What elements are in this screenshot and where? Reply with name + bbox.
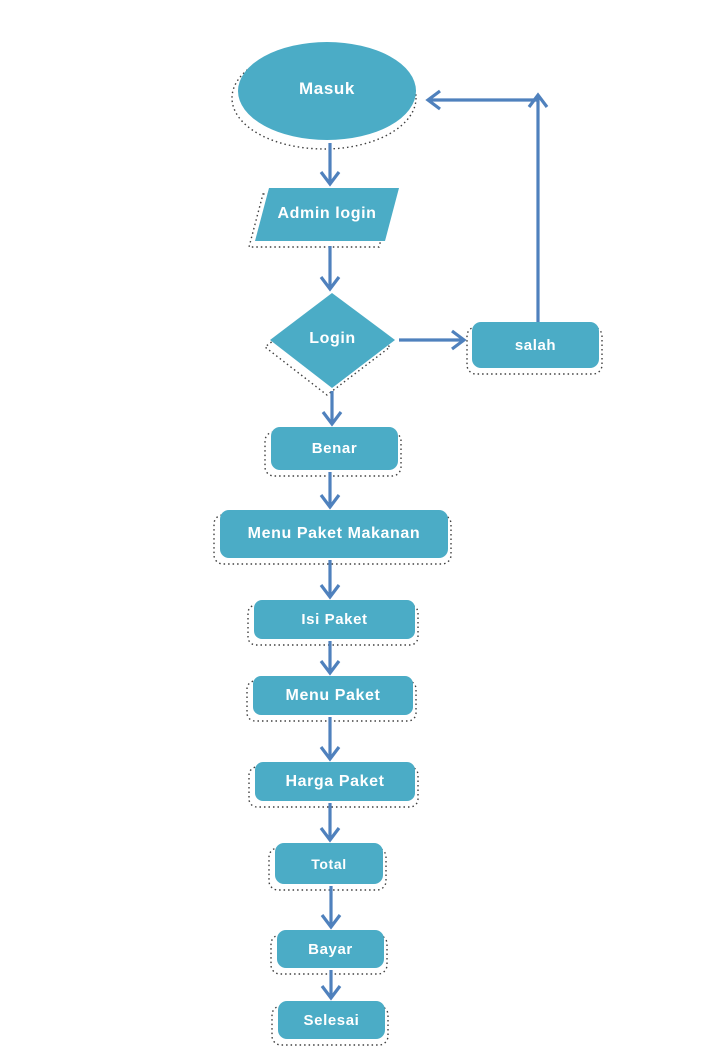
benar-shape — [271, 427, 398, 470]
selesai-shape — [278, 1001, 385, 1039]
isi-paket-shape — [254, 600, 415, 639]
total-shape — [275, 843, 383, 884]
selesai-shadow — [271, 1005, 389, 1046]
arrow-isi-paket-to-menu-paket — [319, 641, 341, 676]
arrow-benar-to-menu-paket-makanan — [319, 472, 341, 510]
arrow-bayar-to-selesai — [320, 970, 342, 1001]
salah-shape — [472, 322, 599, 368]
arrow-masuk-to-admin-login — [319, 143, 341, 187]
arrow-total-to-bayar — [320, 886, 342, 930]
arrow-menu-paket-to-harga-paket — [319, 717, 341, 762]
arrow-layer — [319, 89, 549, 1001]
login-shape — [270, 293, 395, 388]
shape-layer — [220, 42, 599, 1039]
harga-paket-shape — [255, 762, 415, 801]
menu-paket-shape — [253, 676, 413, 715]
arrow-admin-login-to-login — [319, 246, 341, 292]
arrow-login-to-benar — [321, 391, 343, 427]
arrow-salah-up — [527, 92, 549, 322]
arrow-menu-paket-makanan-to-isi-paket — [319, 560, 341, 600]
masuk-shape — [238, 42, 416, 140]
menu-paket-makanan-shape — [220, 510, 448, 558]
arrow-login-to-salah — [399, 329, 467, 351]
arrow-loop-to-masuk — [425, 89, 538, 111]
arrow-harga-paket-to-total — [319, 803, 341, 843]
admin-login-shape — [255, 188, 399, 241]
bayar-shape — [277, 930, 384, 968]
bayar-shadow — [270, 934, 388, 975]
